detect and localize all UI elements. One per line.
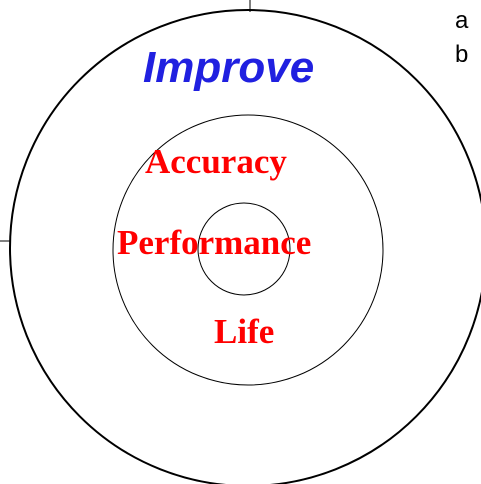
cropped-text-line-1: a [455, 7, 469, 34]
outer-ring [9, 9, 481, 484]
life-label: Life [214, 312, 275, 351]
accuracy-label: Accuracy [145, 142, 287, 181]
middle-ring [112, 114, 384, 386]
inner-ring [197, 202, 291, 296]
performance-label: Performance [117, 223, 312, 262]
cropped-text-fragment: a b [455, 4, 468, 72]
cropped-text-line-2: b [455, 41, 469, 68]
improve-label: Improve [143, 43, 315, 92]
